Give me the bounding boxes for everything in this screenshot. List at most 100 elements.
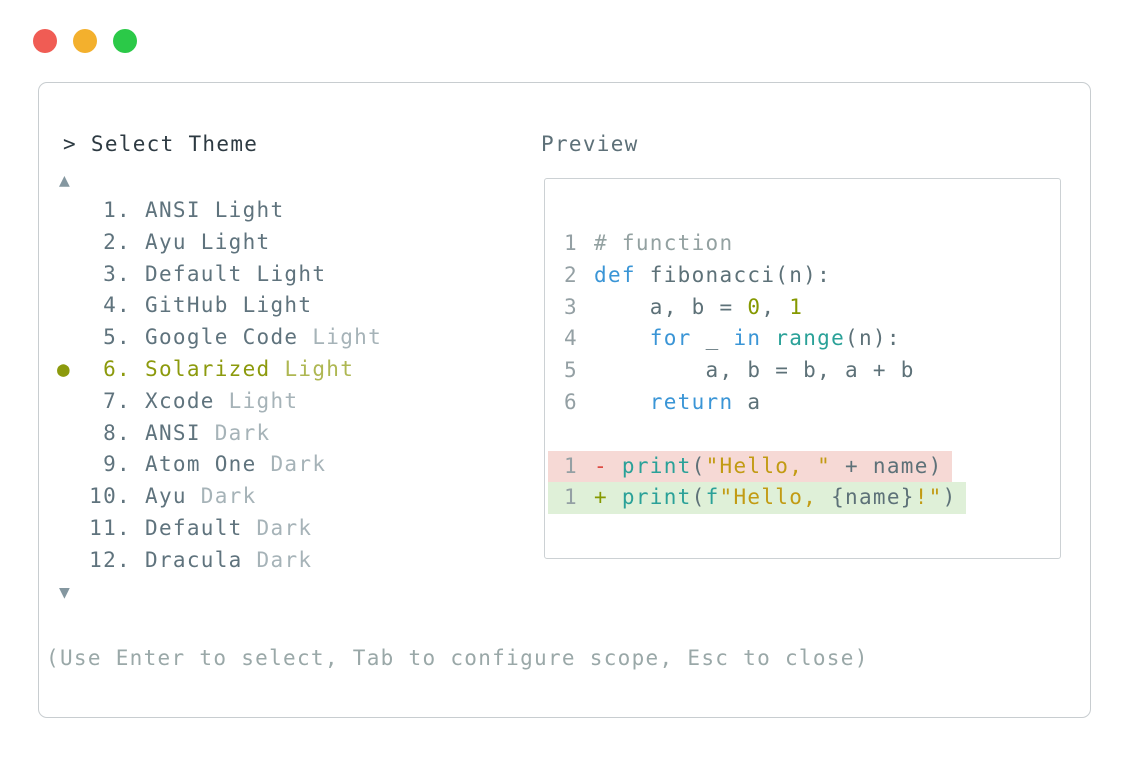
theme-label: Xcode Light — [131, 386, 298, 418]
theme-label: Google Code Light — [131, 322, 382, 354]
line-number: 3 — [564, 294, 578, 319]
preview-title: Preview — [541, 132, 639, 156]
code-line: 5 a, b = b, a + b — [548, 355, 924, 387]
code-tokens: - print("Hello, " + name) — [594, 454, 943, 478]
theme-name: Google Code — [145, 325, 299, 350]
code-line: 6 return a — [548, 387, 770, 419]
code-token: - — [594, 453, 622, 478]
line-number: 1 — [564, 453, 578, 478]
theme-variant: Dark — [256, 452, 327, 477]
code-token: ) — [942, 485, 957, 510]
code-tokens: for _ in range(n): — [594, 326, 901, 350]
theme-variant: Light — [298, 325, 383, 350]
code-tokens: def fibonacci(n): — [594, 263, 831, 287]
theme-variant: Light — [270, 356, 355, 381]
code-line — [548, 419, 603, 451]
code-token — [594, 390, 650, 414]
theme-number: 1. — [103, 198, 131, 222]
code-line: 1 # function — [548, 228, 742, 260]
theme-variant: Dark — [186, 484, 257, 509]
code-tokens: + print(f"Hello, {name}!") — [594, 485, 957, 509]
code-line: 1- print("Hello, " + name) — [548, 450, 952, 483]
code-tokens: a, b = b, a + b — [594, 358, 915, 382]
minimize-button[interactable] — [73, 29, 97, 53]
theme-number: 9. — [103, 452, 131, 477]
theme-list-item[interactable]: 3. Default Light — [39, 259, 382, 291]
code-token: for — [649, 326, 692, 351]
theme-label: GitHub Light — [131, 290, 312, 322]
theme-name: Ayu Light — [145, 229, 271, 254]
theme-name: ANSI — [145, 420, 201, 445]
line-number: 6 — [564, 389, 578, 414]
theme-number: 8. — [103, 420, 131, 445]
theme-label: Ayu Light — [131, 227, 271, 259]
code-tokens: return a — [594, 390, 761, 414]
theme-label: Default Dark — [131, 513, 312, 545]
theme-list: 1. ANSI Light 2. Ayu Light 3. Default Li… — [39, 195, 382, 577]
theme-list-item[interactable]: 8. ANSI Dark — [39, 418, 382, 450]
code-line: 3 a, b = 0, 1 — [548, 292, 812, 324]
theme-list-item[interactable]: 10. Ayu Dark — [39, 481, 382, 513]
theme-number: 10. — [89, 484, 131, 509]
theme-name: Default — [145, 515, 243, 540]
code-token: {name} — [831, 485, 915, 510]
code-token — [761, 326, 775, 350]
theme-label: ANSI Dark — [131, 418, 271, 450]
theme-number: 6. — [103, 356, 131, 381]
code-token: a, b = — [594, 294, 748, 319]
theme-variant: Dark — [242, 547, 313, 572]
theme-list-item[interactable]: 7. Xcode Light — [39, 386, 382, 418]
theme-number: 7. — [103, 388, 131, 413]
code-token: print — [621, 485, 692, 510]
theme-list-item[interactable]: 2. Ayu Light — [39, 227, 382, 259]
line-number: 1 — [564, 485, 578, 510]
scroll-down-icon[interactable]: ▼ — [59, 582, 72, 603]
code-token: 1 — [789, 294, 804, 319]
code-token: , — [761, 294, 790, 319]
theme-search-prompt[interactable]: > Select Theme — [63, 132, 259, 156]
code-token: ( — [691, 453, 706, 478]
window-controls — [33, 29, 137, 53]
code-token: "Hello, " — [705, 453, 832, 478]
theme-list-item[interactable]: 5. Google Code Light — [39, 322, 382, 354]
code-token: (n): — [845, 326, 901, 351]
scroll-up-icon[interactable]: ▲ — [59, 170, 72, 191]
code-token: a — [733, 389, 762, 414]
code-token: + name) — [831, 453, 943, 478]
theme-list-item[interactable]: 1. ANSI Light — [39, 195, 382, 227]
theme-label: Ayu Dark — [131, 481, 257, 513]
theme-list-item[interactable]: 9. Atom One Dark — [39, 449, 382, 481]
code-token: _ — [691, 326, 734, 351]
close-button[interactable] — [33, 29, 57, 53]
code-tokens: a, b = 0, 1 — [594, 295, 803, 319]
line-number: 4 — [564, 326, 578, 351]
theme-number: 4. — [103, 293, 131, 318]
theme-label: Solarized Light — [131, 354, 354, 386]
code-token: f — [705, 485, 720, 510]
line-number: 5 — [564, 358, 578, 383]
theme-list-item[interactable]: 12. Dracula Dark — [39, 545, 382, 577]
theme-name: Ayu — [145, 484, 187, 509]
code-token: def — [594, 262, 636, 287]
help-text: (Use Enter to select, Tab to configure s… — [46, 646, 869, 670]
theme-label: Dracula Dark — [131, 545, 312, 577]
line-number: 1 — [564, 231, 578, 255]
theme-variant: Dark — [242, 515, 313, 540]
theme-list-item[interactable]: ● 6. Solarized Light — [39, 354, 382, 386]
code-token: "Hello, — [719, 485, 832, 510]
code-token: # function — [594, 231, 734, 255]
code-token: fibonacci(n): — [635, 262, 832, 287]
theme-list-item[interactable]: 11. Default Dark — [39, 513, 382, 545]
theme-number: 2. — [103, 229, 131, 254]
theme-list-item[interactable]: 4. GitHub Light — [39, 290, 382, 322]
code-token: ( — [691, 485, 706, 510]
theme-number: 12. — [89, 547, 131, 572]
theme-selector-window: > Select Theme ▲ 1. ANSI Light 2. Ayu Li… — [38, 82, 1091, 718]
maximize-button[interactable] — [113, 29, 137, 53]
theme-label: Default Light — [131, 259, 326, 291]
code-token: print — [621, 453, 692, 478]
